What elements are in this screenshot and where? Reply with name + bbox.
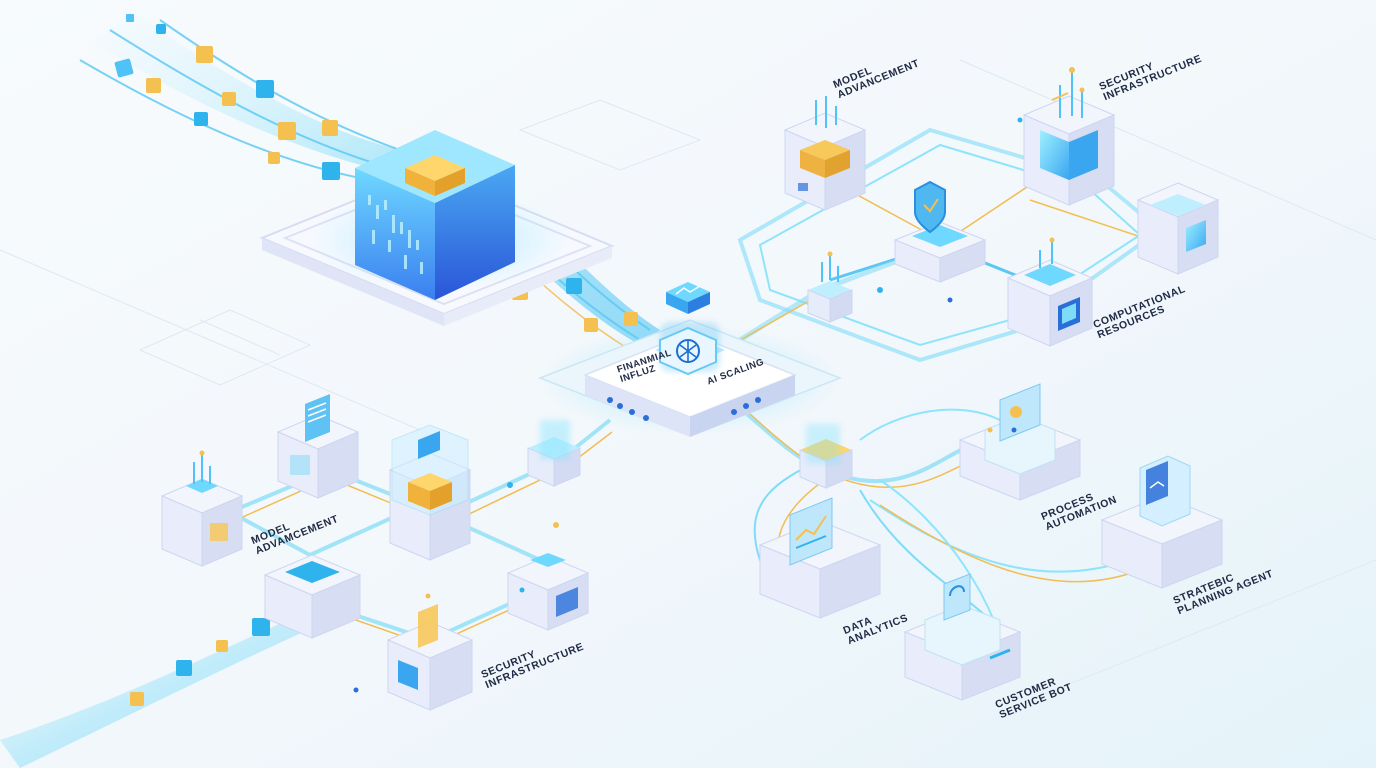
central-hub [537, 282, 843, 437]
node-shield [893, 180, 987, 283]
node-chip-right [1136, 182, 1220, 275]
relay-cube-left [527, 420, 581, 487]
node-document [276, 394, 360, 499]
chip-icon [1058, 297, 1080, 331]
rising-chart-icon [666, 282, 710, 314]
chart-icon [789, 497, 833, 566]
node-data-analytics [758, 497, 882, 619]
node-security-left [386, 593, 474, 711]
decorative-dots [353, 117, 1023, 693]
openai-knot-icon [659, 326, 717, 376]
shield-icon [914, 180, 946, 234]
background-grid [0, 59, 1376, 701]
node-gold-core [388, 424, 472, 561]
node-strategic-planning [1100, 455, 1224, 589]
node-security-top [1022, 67, 1116, 206]
node-chip-left [506, 553, 590, 631]
headset-icon [943, 573, 971, 621]
node-cyan-pad [263, 554, 362, 639]
document-icon [305, 394, 330, 442]
relay-cube-top-right [807, 251, 853, 323]
relay-cube-right [799, 424, 853, 489]
processor-cube [259, 130, 615, 326]
node-customer-service [903, 573, 1022, 701]
node-computational [1006, 237, 1094, 347]
node-model-advancement-left [160, 450, 244, 567]
gear-icon [999, 383, 1041, 442]
node-model-advancement-top [783, 96, 867, 211]
